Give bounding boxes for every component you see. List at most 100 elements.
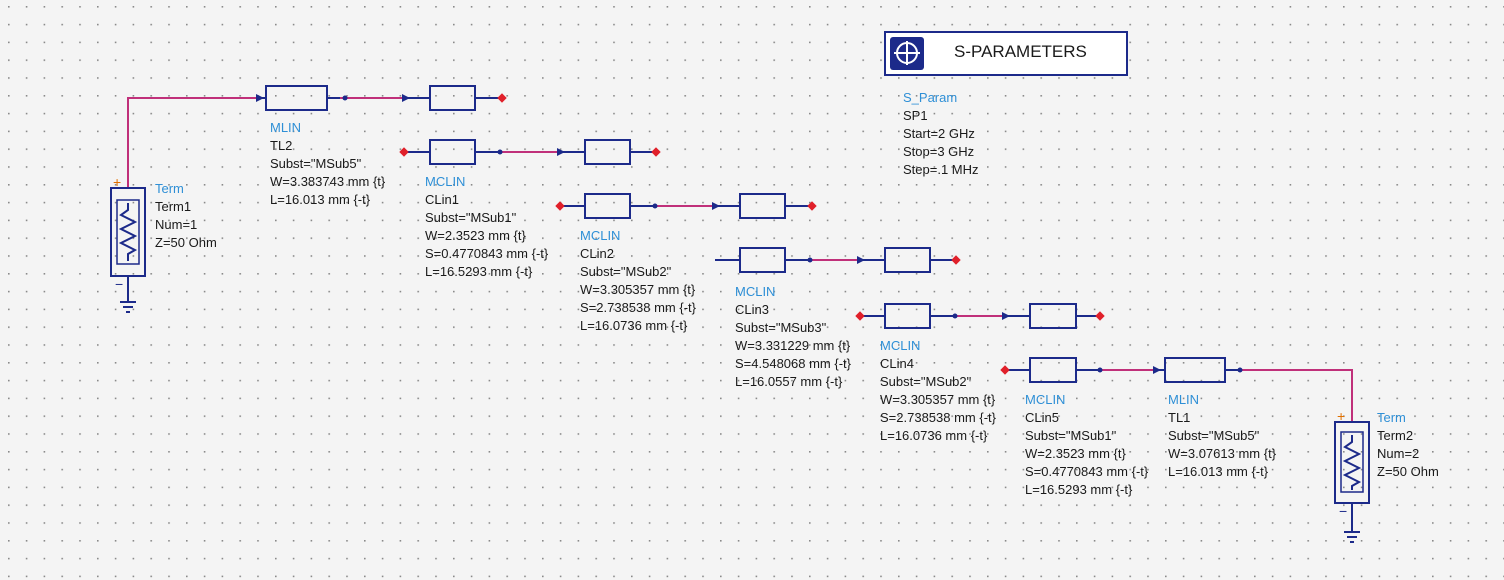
sparam-stop: Stop=3 GHz bbox=[903, 144, 975, 159]
wire-tl1-term2 bbox=[1225, 369, 1353, 422]
wire-term1-tl2 bbox=[127, 97, 265, 188]
sparam-start: Start=2 GHz bbox=[903, 126, 975, 141]
term2-impedance: Z=50 Ohm bbox=[1377, 464, 1439, 479]
tl1-width: W=3.07613 mm {t} bbox=[1168, 446, 1277, 461]
clin5-label: MCLIN CLin5 Subst="MSub1" W=2.3523 mm {t… bbox=[1025, 391, 1148, 499]
clin2-spacing: S=2.738538 mm {-t} bbox=[580, 300, 696, 315]
pin-marker bbox=[807, 201, 817, 211]
junction-dot bbox=[1097, 367, 1103, 373]
clin3-length: L=16.0557 mm {-t} bbox=[735, 374, 843, 389]
junction-dot bbox=[497, 149, 503, 155]
clin1-spacing: S=0.4770843 mm {-t} bbox=[425, 246, 549, 261]
pin-marker bbox=[497, 93, 507, 103]
junctions bbox=[256, 94, 1243, 374]
s-parameters-icon bbox=[890, 37, 924, 70]
clin5-width: W=2.3523 mm {t} bbox=[1025, 446, 1126, 461]
term1-name: Term1 bbox=[155, 199, 192, 214]
term2-name: Term2 bbox=[1377, 428, 1414, 443]
tl1-label: MLIN TL1 Subst="MSub5" W=3.07613 mm {t} … bbox=[1168, 391, 1276, 481]
pin-marker bbox=[555, 201, 565, 211]
pins bbox=[399, 93, 1105, 375]
clin4-width: W=3.305357 mm {t} bbox=[880, 392, 996, 407]
tl2-type: MLIN bbox=[270, 120, 302, 135]
arrow-mark bbox=[256, 94, 264, 102]
pin-marker bbox=[951, 255, 961, 265]
sparam-name: SP1 bbox=[903, 108, 928, 123]
clin2-type: MCLIN bbox=[580, 228, 621, 243]
clin2-length: L=16.0736 mm {-t} bbox=[580, 318, 688, 333]
term2-num: Num=2 bbox=[1377, 446, 1420, 461]
clin4-label: MCLIN CLin4 Subst="MSub2" W=3.305357 mm … bbox=[880, 337, 996, 445]
term1-impedance: Z=50 Ohm bbox=[155, 235, 217, 250]
tl1-subst: Subst="MSub5" bbox=[1168, 428, 1260, 443]
arrow-mark bbox=[557, 148, 565, 156]
clin1-width: W=2.3523 mm {t} bbox=[425, 228, 526, 243]
clin4-subst: Subst="MSub2" bbox=[880, 374, 972, 389]
tl1-length: L=16.013 mm {-t} bbox=[1168, 464, 1269, 479]
clin2-name: CLin2 bbox=[580, 246, 614, 261]
clin3-spacing: S=4.548068 mm {-t} bbox=[735, 356, 851, 371]
clin3-label: MCLIN CLin3 Subst="MSub3" W=3.331229 mm … bbox=[735, 283, 851, 391]
tl1-type: MLIN bbox=[1168, 392, 1200, 407]
pin-marker bbox=[1000, 365, 1010, 375]
clin3-name: CLin3 bbox=[735, 302, 769, 317]
clin2-subst: Subst="MSub2" bbox=[580, 264, 672, 279]
term2-minus-sign: − bbox=[1339, 503, 1347, 519]
clin5-length: L=16.5293 mm {-t} bbox=[1025, 482, 1133, 497]
term1-type: Term bbox=[155, 181, 184, 196]
clin4-type: MCLIN bbox=[880, 338, 921, 353]
junction-dot bbox=[1237, 367, 1243, 373]
term1-label: Term Term1 Num=1 Z=50 Ohm bbox=[155, 180, 217, 252]
clin1-label: MCLIN CLin1 Subst="MSub1" W=2.3523 mm {t… bbox=[425, 173, 548, 281]
clin1-length: L=16.5293 mm {-t} bbox=[425, 264, 533, 279]
term1-plus-sign: + bbox=[113, 174, 121, 190]
clin3-width: W=3.331229 mm {t} bbox=[735, 338, 851, 353]
arrow-mark bbox=[712, 202, 720, 210]
clin1-name: CLin1 bbox=[425, 192, 459, 207]
arrow-mark bbox=[1153, 366, 1161, 374]
tl2-length: L=16.013 mm {-t} bbox=[270, 192, 371, 207]
clin5-spacing: S=0.4770843 mm {-t} bbox=[1025, 464, 1149, 479]
s-parameters-controller[interactable]: S-PARAMETERS bbox=[884, 31, 1128, 76]
junction-dot bbox=[807, 257, 813, 263]
sparam-label: S_Param SP1 Start=2 GHz Stop=3 GHz Step=… bbox=[903, 89, 979, 179]
clin3-component[interactable] bbox=[715, 193, 812, 273]
term2-label: Term Term2 Num=2 Z=50 Ohm bbox=[1377, 409, 1439, 481]
clin5-type: MCLIN bbox=[1025, 392, 1066, 407]
pin-marker bbox=[1095, 311, 1105, 321]
term1-minus-sign: − bbox=[115, 276, 123, 292]
pin-marker bbox=[651, 147, 661, 157]
clin4-name: CLin4 bbox=[880, 356, 914, 371]
arrow-mark bbox=[402, 94, 410, 102]
s-parameters-title: S-PARAMETERS bbox=[954, 42, 1087, 61]
term1-num: Num=1 bbox=[155, 217, 198, 232]
term2-type: Term bbox=[1377, 410, 1406, 425]
tl2-label: MLIN TL2 Subst="MSub5" W=3.383743 mm {t}… bbox=[270, 119, 385, 209]
arrow-mark bbox=[857, 256, 865, 264]
junction-dot bbox=[342, 95, 348, 101]
arrow-mark bbox=[1002, 312, 1010, 320]
clin4-length: L=16.0736 mm {-t} bbox=[880, 428, 988, 443]
clin3-type: MCLIN bbox=[735, 284, 776, 299]
clin2-label: MCLIN CLin2 Subst="MSub2" W=3.305357 mm … bbox=[580, 227, 696, 335]
tl1-name: TL1 bbox=[1168, 410, 1191, 425]
clin1-type: MCLIN bbox=[425, 174, 466, 189]
pin-marker bbox=[399, 147, 409, 157]
junction-dot bbox=[952, 313, 958, 319]
clin1-subst: Subst="MSub1" bbox=[425, 210, 517, 225]
term2-component[interactable]: + − bbox=[1334, 408, 1370, 543]
clin5-name: CLin5 bbox=[1025, 410, 1059, 425]
clin5-subst: Subst="MSub1" bbox=[1025, 428, 1117, 443]
term2-plus-sign: + bbox=[1337, 408, 1345, 424]
clin3-subst: Subst="MSub3" bbox=[735, 320, 827, 335]
clin2-width: W=3.305357 mm {t} bbox=[580, 282, 696, 297]
clin4-spacing: S=2.738538 mm {-t} bbox=[880, 410, 996, 425]
pin-marker bbox=[855, 311, 865, 321]
tl2-width: W=3.383743 mm {t} bbox=[270, 174, 386, 189]
tl2-subst: Subst="MSub5" bbox=[270, 156, 362, 171]
tl2-name: TL2 bbox=[270, 138, 293, 153]
term1-component[interactable]: + − bbox=[110, 174, 146, 313]
sparam-type-label: S_Param bbox=[903, 90, 958, 105]
